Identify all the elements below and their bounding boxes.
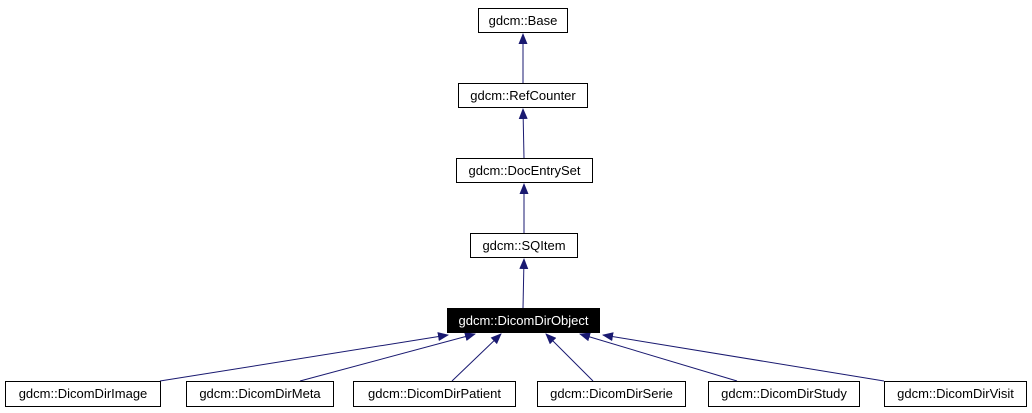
edge-dicomdirvisit-to-dicomdirobject	[602, 332, 885, 382]
node-gdcm-dicomdirvisit[interactable]: gdcm::DicomDirVisit	[884, 381, 1027, 407]
edge-dicomdirpatient-to-dicomdirobject	[451, 333, 502, 382]
node-gdcm-dicomdirobject: gdcm::DicomDirObject	[447, 308, 600, 333]
edge-dicomdirserie-to-dicomdirobject	[545, 333, 594, 382]
edge-dicomdirimage-to-dicomdirobject	[159, 332, 449, 382]
node-gdcm-sqitem[interactable]: gdcm::SQItem	[470, 233, 578, 258]
edge-dicomdirmeta-to-dicomdirobject	[299, 332, 476, 382]
edge-dicomdirobject-to-sqitem	[519, 258, 529, 309]
node-gdcm-refcounter[interactable]: gdcm::RefCounter	[458, 83, 588, 108]
node-gdcm-docentryset[interactable]: gdcm::DocEntrySet	[456, 158, 593, 183]
node-gdcm-dicomdirserie[interactable]: gdcm::DicomDirSerie	[537, 381, 686, 407]
node-gdcm-dicomdirmeta[interactable]: gdcm::DicomDirMeta	[186, 381, 334, 407]
node-gdcm-dicomdirimage[interactable]: gdcm::DicomDirImage	[5, 381, 161, 407]
node-gdcm-dicomdirpatient[interactable]: gdcm::DicomDirPatient	[353, 381, 516, 407]
node-gdcm-dicomdirstudy[interactable]: gdcm::DicomDirStudy	[708, 381, 860, 407]
edge-dicomdirstudy-to-dicomdirobject	[579, 332, 738, 382]
edge-docentryset-to-refcounter	[518, 108, 528, 159]
node-gdcm-base[interactable]: gdcm::Base	[478, 8, 568, 33]
